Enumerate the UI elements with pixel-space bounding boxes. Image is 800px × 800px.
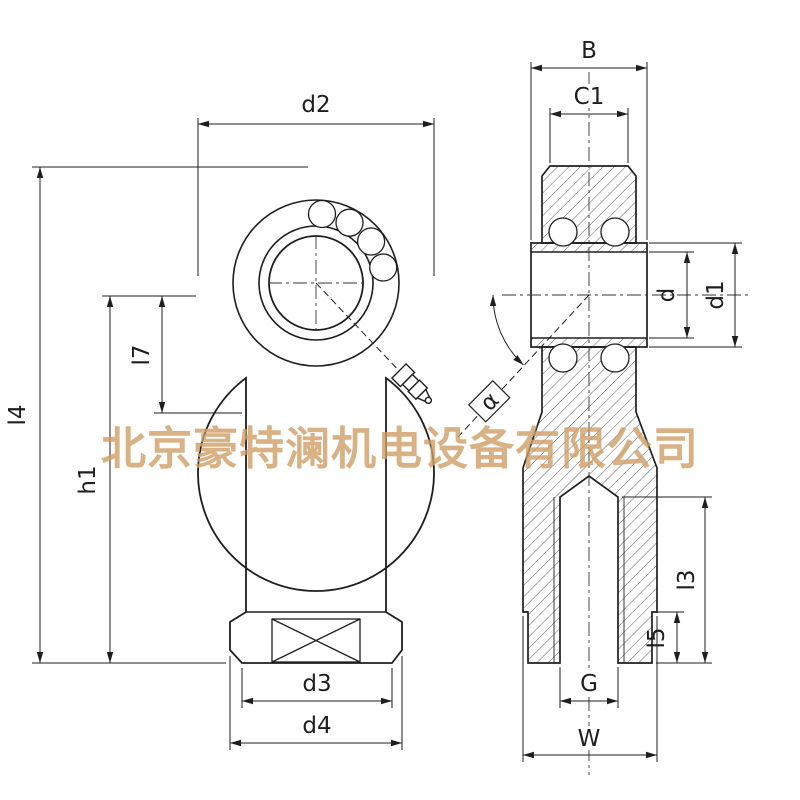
side-dim-labels: B C1 d d1 l3 l5 G W — [572, 38, 729, 752]
front-centerlines — [268, 235, 364, 331]
side-view: α — [457, 38, 752, 775]
outer-ring-circle — [232, 199, 400, 367]
dim-label-d1: d1 — [703, 280, 729, 309]
front-dim-labels: d2 l7 h1 l4 d3 d4 — [5, 92, 332, 739]
bearing-balls-side — [548, 217, 630, 373]
dim-label-d4: d4 — [302, 713, 331, 739]
dim-label-B: B — [581, 38, 597, 64]
front-view: d2 l7 h1 l4 d3 d4 — [5, 92, 435, 750]
dim-label-l4: l4 — [5, 404, 31, 425]
side-dimensions — [522, 62, 742, 762]
dim-label-d3: d3 — [302, 671, 331, 697]
dim-label-d: d — [654, 288, 680, 303]
dim-label-d2: d2 — [301, 92, 330, 118]
dim-label-h1: h1 — [75, 465, 101, 494]
dim-label-W: W — [578, 726, 601, 752]
dim-label-l5: l5 — [644, 627, 670, 648]
dim-label-C1: C1 — [574, 84, 605, 110]
grease-nipple — [390, 362, 433, 405]
lube-passage-line — [315, 282, 404, 376]
alpha-label-box — [467, 379, 511, 423]
housing-shank-section — [522, 346, 658, 664]
dim-label-l7: l7 — [129, 344, 155, 365]
dim-label-G: G — [580, 671, 598, 697]
angle-arc — [489, 294, 524, 366]
bearing-balls-front — [307, 199, 398, 282]
front-dimensions — [32, 118, 435, 750]
dim-label-l3: l3 — [674, 569, 700, 590]
wrench-flat-symbol — [271, 618, 361, 663]
side-centerlines — [502, 72, 752, 775]
rod-end-body-outline — [197, 376, 435, 664]
